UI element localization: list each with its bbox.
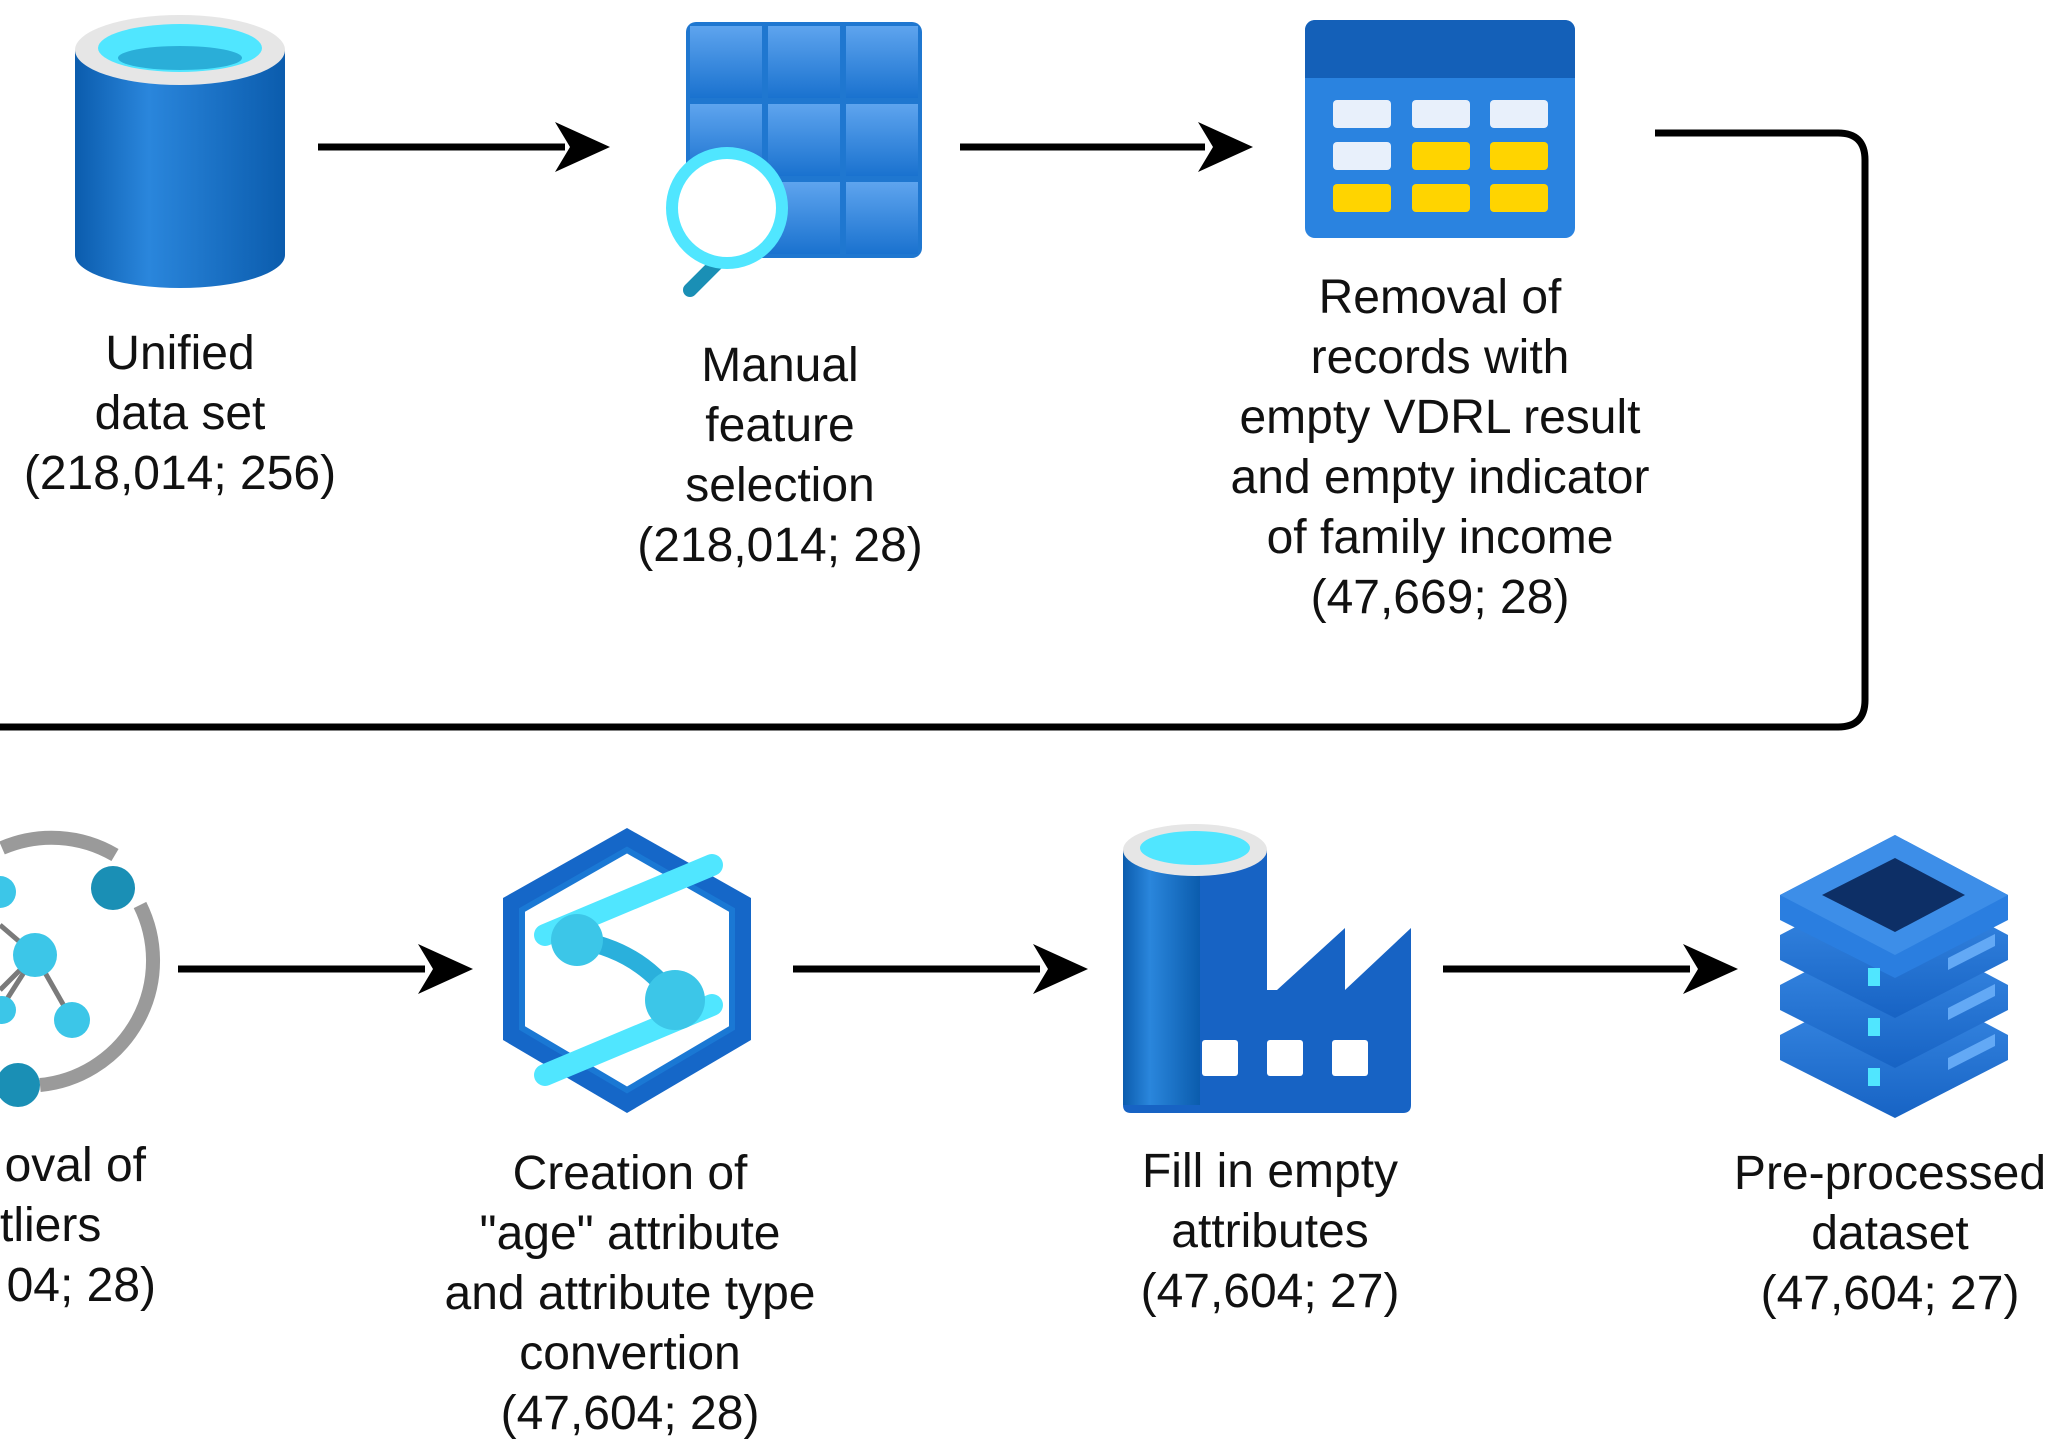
label-line: 04; 28) [6, 1259, 156, 1312]
arrow-unified-to-manual [318, 122, 610, 172]
step-label-manual: Manual feature selection (218,014; 28) [610, 336, 950, 576]
label-line: (218,014; 256) [23, 447, 337, 500]
label-line: oval of [4, 1139, 146, 1192]
server-stack-icon [1780, 835, 2008, 1118]
label-line: (47,604; 27) [1140, 1265, 1400, 1318]
step-label-creation: Creation of "age" attribute and attribut… [410, 1144, 850, 1444]
label-line: attributes [1171, 1205, 1369, 1258]
step-label-removal-records: Removal of records with empty VDRL resul… [1210, 268, 1670, 628]
arrow-fill-to-preprocessed [1443, 944, 1738, 994]
label-line: Pre-processed [1733, 1147, 2047, 1200]
label-line: data set [94, 387, 266, 440]
label-line: and empty indicator [1230, 451, 1650, 504]
arrow-creation-to-fill [793, 944, 1088, 994]
label-line: (47,604; 27) [1760, 1267, 2020, 1320]
data-factory-icon [1123, 824, 1411, 1113]
label-line: tliers [0, 1199, 102, 1252]
label-line: (218,014; 28) [637, 519, 923, 572]
connector-line [0, 129, 1869, 731]
label-line: (47,604; 28) [500, 1387, 760, 1440]
label-line: feature [705, 399, 855, 452]
database-cylinder-icon [75, 15, 285, 288]
label-line: empty VDRL result [1239, 391, 1641, 444]
label-line: (47,669; 28) [1310, 571, 1570, 624]
label-line: Removal of [1318, 271, 1562, 324]
step-label-removal-outliers: oval of tliers 04; 28) [0, 1136, 160, 1316]
label-line: records with [1310, 331, 1570, 384]
table-grid-icon [1305, 20, 1575, 238]
step-label-preprocessed: Pre-processed dataset (47,604; 27) [1720, 1144, 2060, 1324]
label-line: "age" attribute [479, 1207, 781, 1260]
label-line: selection [685, 459, 875, 512]
label-line: convertion [519, 1327, 741, 1380]
hexagon-pipeline-icon [503, 828, 751, 1113]
label-line: of family income [1266, 511, 1614, 564]
step-label-unified: Unified data set (218,014; 256) [12, 324, 348, 504]
label-line: Manual [701, 339, 859, 392]
label-line: Unified [105, 327, 255, 380]
label-line: Fill in empty [1141, 1145, 1399, 1198]
label-line: dataset [1811, 1207, 1969, 1260]
step-label-fill: Fill in empty attributes (47,604; 27) [1090, 1142, 1450, 1322]
label-line: and attribute type [444, 1267, 816, 1320]
table-search-icon [666, 22, 922, 297]
label-line: Creation of [512, 1147, 748, 1200]
arrow-manual-to-removal [960, 122, 1253, 172]
network-ring-icon [0, 830, 161, 1107]
arrow-outliers-to-creation [178, 944, 473, 994]
